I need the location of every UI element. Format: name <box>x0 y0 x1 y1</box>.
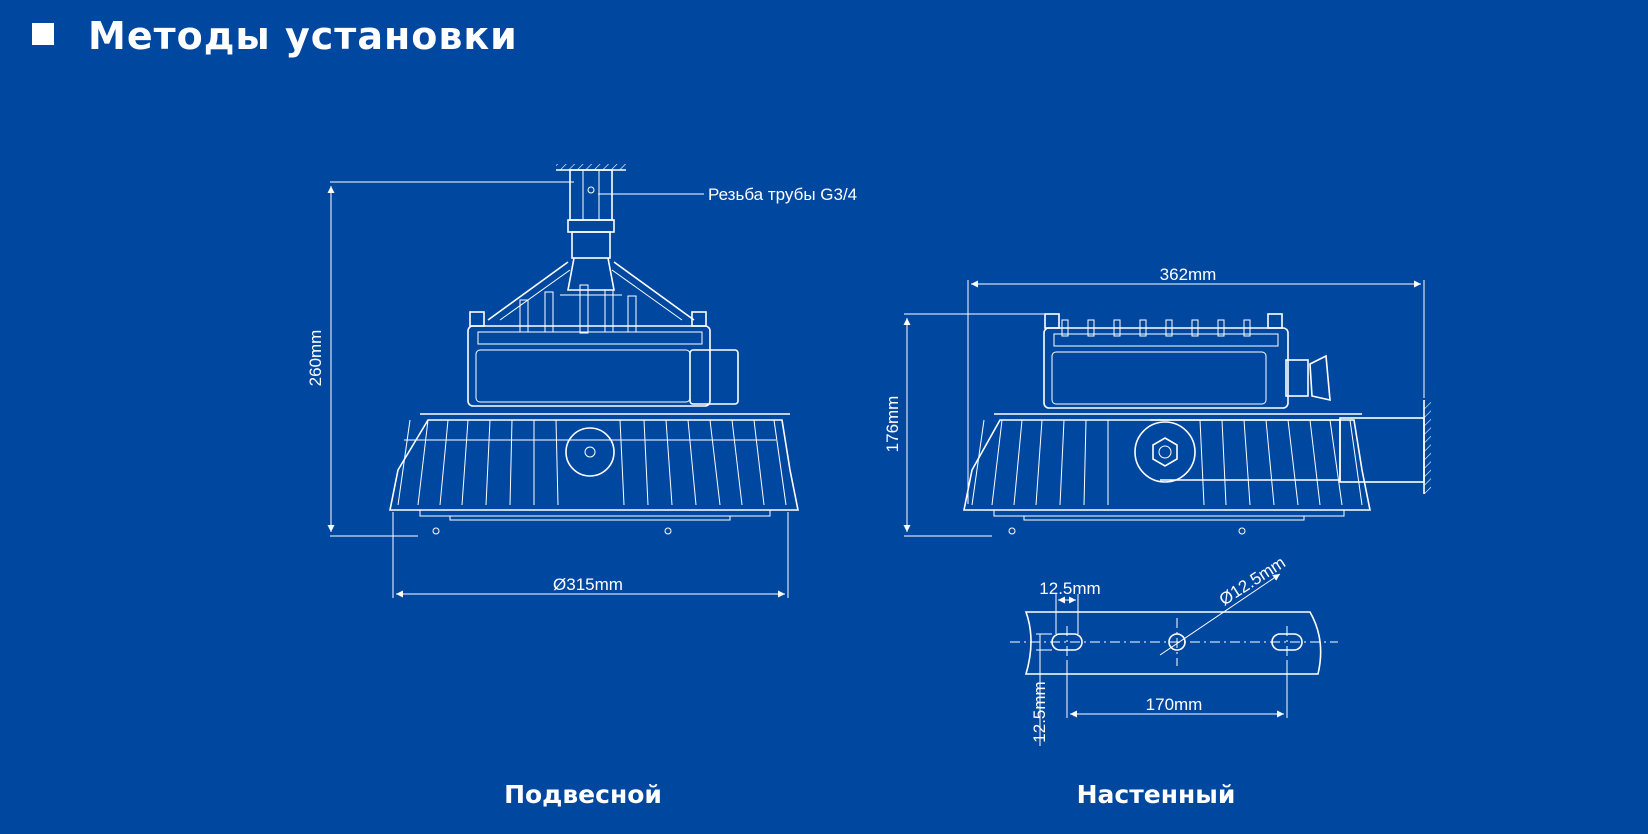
suspension-pipe <box>569 169 613 221</box>
pendant-drawing: Резьба трубы G3/4 260mm Ø315mm <box>306 164 857 598</box>
wall-width-label: 362mm <box>1160 265 1217 284</box>
pendant-height-label: 260mm <box>306 330 325 387</box>
bracket-detail: Ø12.5mm 12.5mm 12.5mm 170mm <box>1010 553 1338 746</box>
wall-driver-box <box>1043 327 1289 409</box>
thread-label: Резьба трубы G3/4 <box>708 185 857 204</box>
pendant-diameter-label: Ø315mm <box>553 575 623 594</box>
page-header: Методы установки <box>32 14 518 58</box>
slot-width-label: 12.5mm <box>1039 579 1100 598</box>
pendant-caption: Подвесной <box>504 780 662 809</box>
slot-spacing-label: 170mm <box>1146 695 1203 714</box>
wall-height-label: 176mm <box>883 396 902 453</box>
wall-heat-sink <box>963 419 1371 511</box>
wall-drawing: 362mm 176mm <box>883 265 1431 537</box>
wall-hatch <box>1424 400 1431 494</box>
bracket-plate <box>1024 611 1322 675</box>
hole-diameter-label: Ø12.5mm <box>1216 553 1289 610</box>
wall-caption: Настенный <box>1076 780 1236 809</box>
heat-sink <box>389 419 799 511</box>
page-title: Методы установки <box>88 14 518 58</box>
square-bullet-icon <box>32 23 54 45</box>
ceiling-hatch <box>556 164 626 170</box>
driver-box <box>467 325 711 407</box>
slot-height-label: 12.5mm <box>1030 681 1049 742</box>
